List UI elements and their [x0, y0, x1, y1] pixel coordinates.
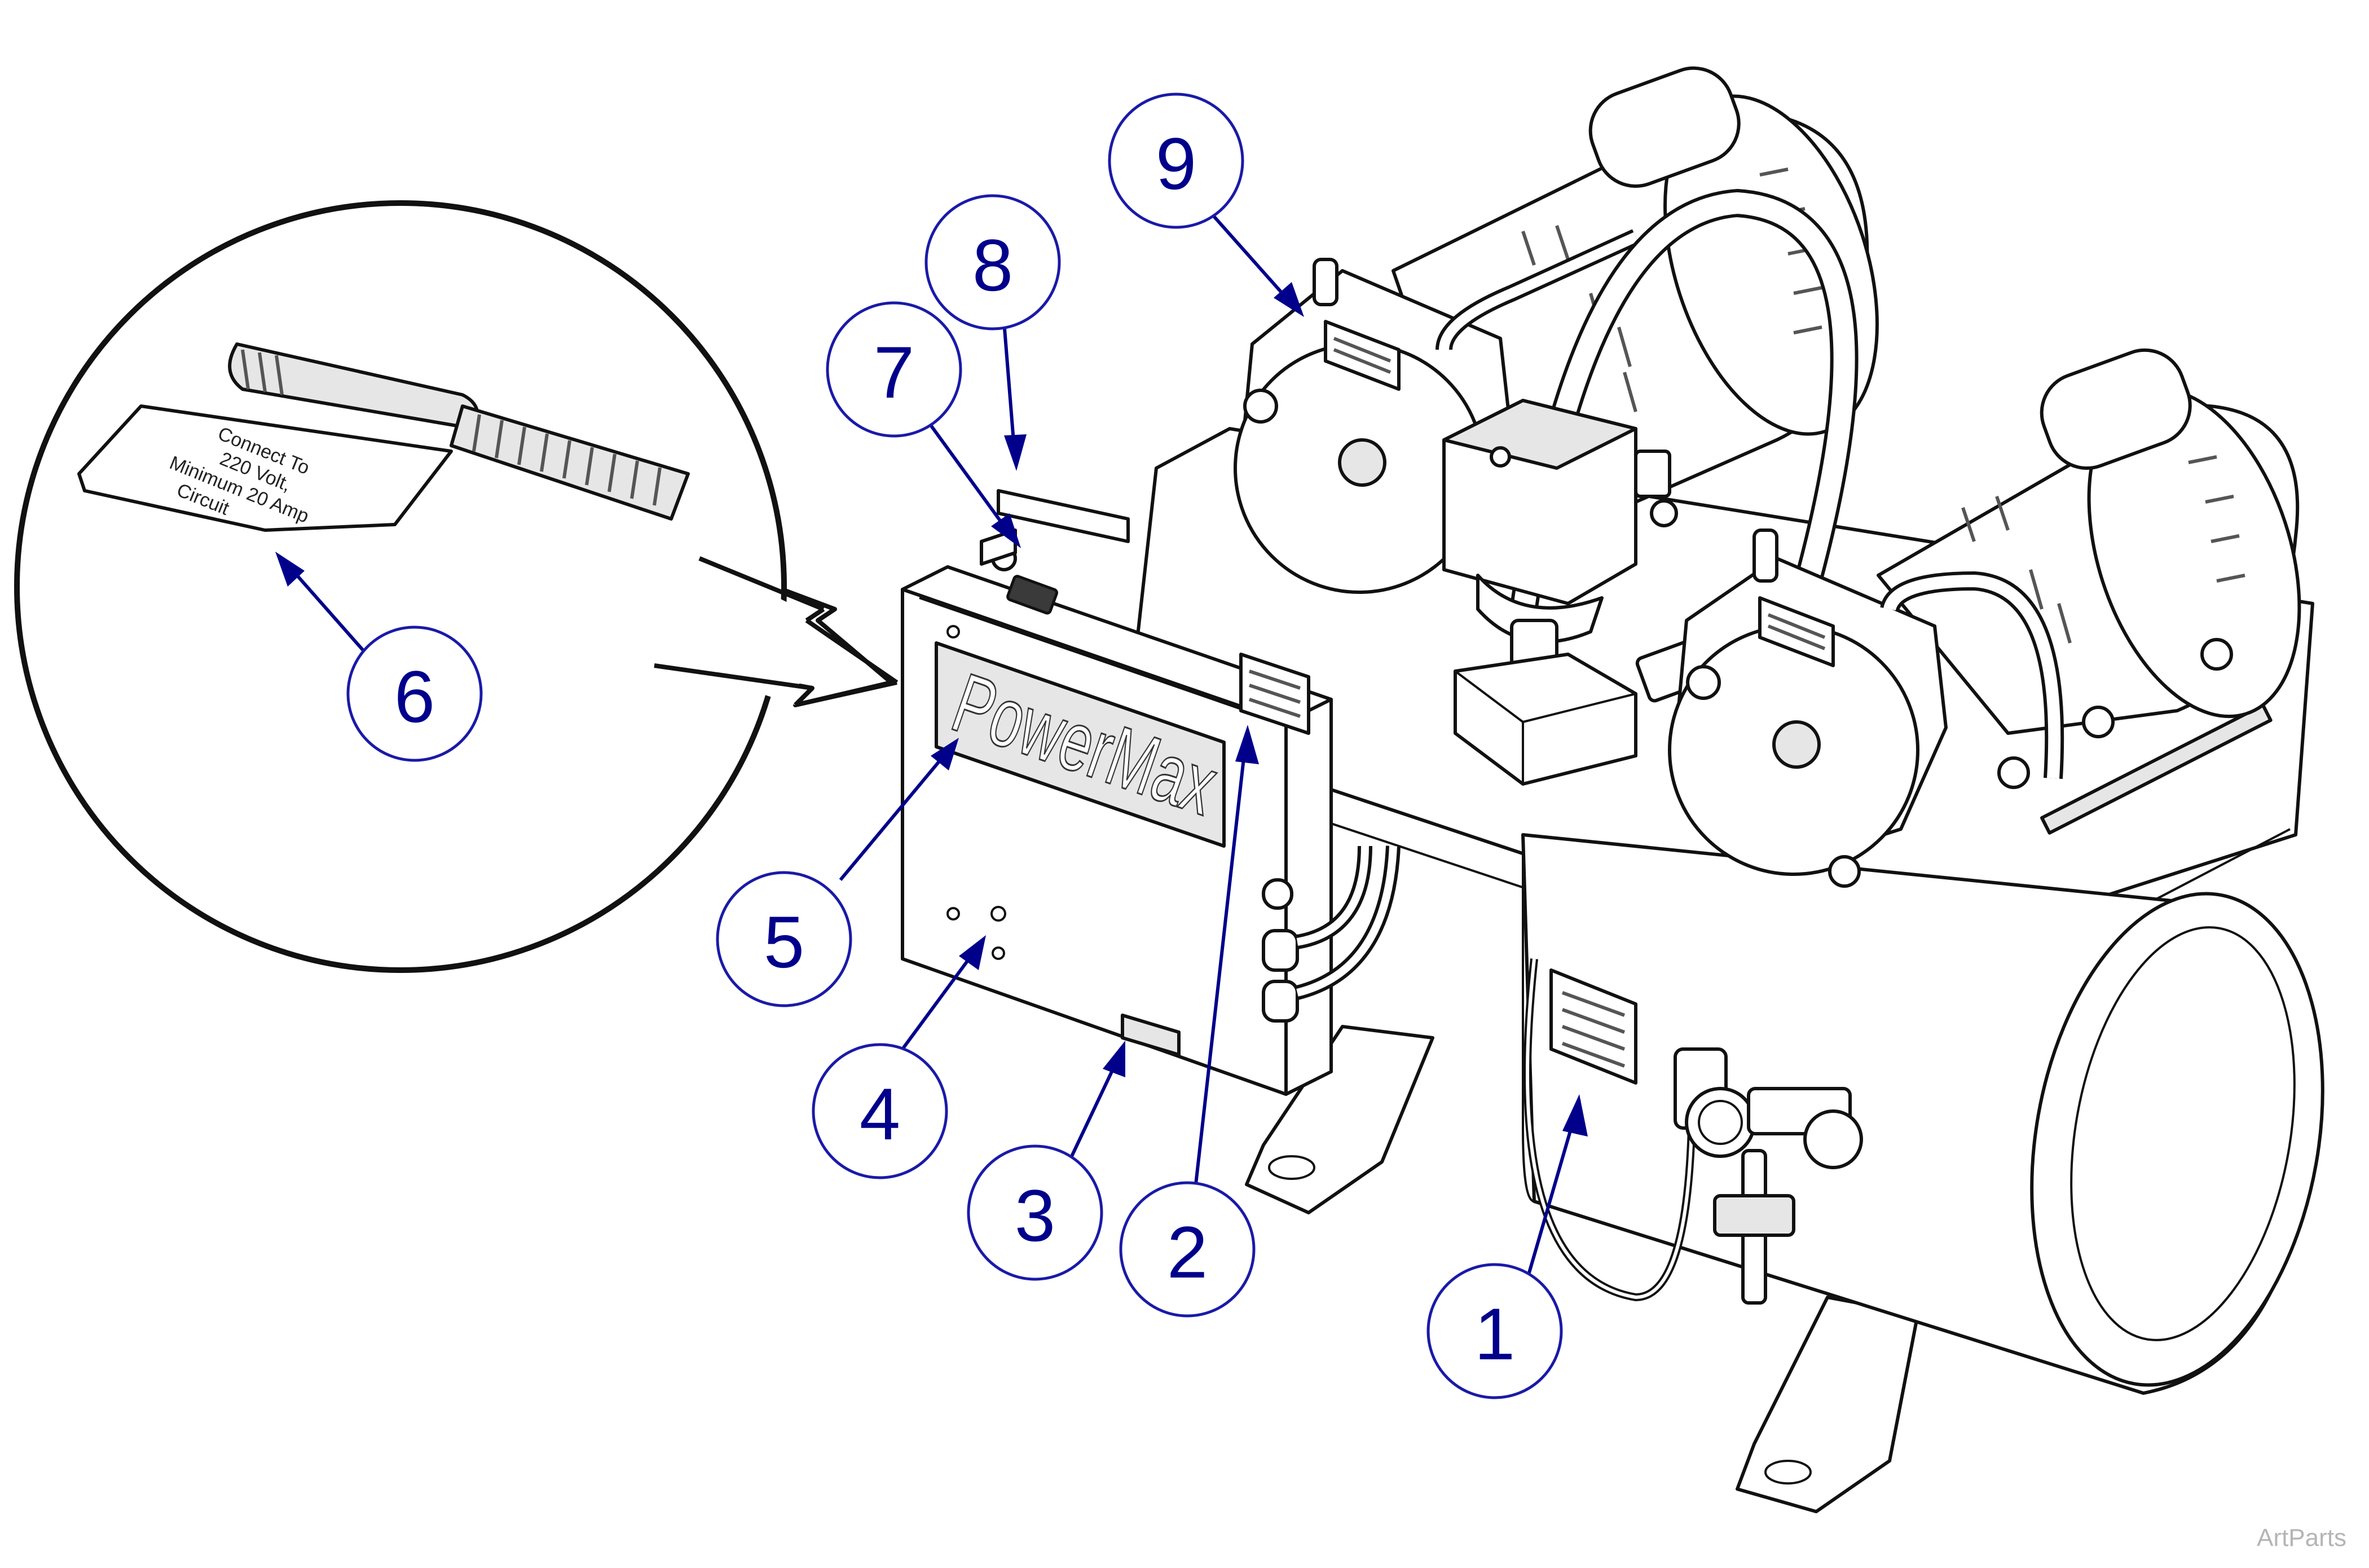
watermark: ArtParts [2257, 1524, 2346, 1552]
callout-4: 4 [812, 1043, 948, 1179]
leader-5 [839, 743, 955, 881]
frame-bolts [1650, 499, 2233, 888]
leader-3-arrow [1103, 1041, 1125, 1077]
callout-number: 5 [764, 901, 804, 983]
leader-2-arrow [1235, 725, 1259, 764]
callout-number: 2 [1167, 1211, 1208, 1293]
leader-8-arrow [1004, 434, 1027, 471]
pressure-switch [1442, 399, 1715, 786]
callout-number: 4 [860, 1073, 900, 1155]
leader-6-arrow [275, 552, 305, 587]
leader-7-arrow [991, 513, 1021, 548]
tank-decal [1549, 968, 1637, 1085]
leader-5-arrow [931, 738, 959, 770]
connecting-hose [1509, 188, 1859, 636]
callout-number: 8 [972, 224, 1013, 306]
callout-number: 1 [1474, 1293, 1515, 1375]
callout-1: 1 [1426, 1263, 1563, 1399]
callout-7: 7 [826, 301, 962, 438]
lower-compressor-head [1668, 528, 2064, 876]
drain-assembly [1523, 958, 1863, 1305]
air-tank [1521, 833, 2324, 1395]
callout-number: 7 [874, 331, 914, 413]
leader-1-arrow [1562, 1094, 1588, 1137]
callout-number: 9 [1156, 122, 1196, 205]
leader-2 [1194, 733, 1248, 1185]
leader-9-arrow [1274, 282, 1304, 317]
callout-number: 6 [394, 655, 435, 738]
leader-lines [275, 208, 1588, 1275]
callout-2: 2 [1119, 1181, 1256, 1318]
inset-detail: Connect To 220 Volt, Minimum 20 Amp Circ… [14, 200, 899, 973]
callout-number: 3 [1015, 1174, 1055, 1257]
control-box: PowerMax [901, 489, 1401, 1096]
lower-motor [1877, 348, 2301, 735]
callout-6: 6 [346, 626, 483, 762]
leader-4-arrow [959, 935, 986, 970]
callout-8: 8 [924, 194, 1061, 331]
callout-5: 5 [716, 871, 852, 1007]
callout-3: 3 [967, 1144, 1103, 1281]
tank-legs [1245, 1025, 1919, 1513]
callout-9: 9 [1108, 93, 1244, 229]
